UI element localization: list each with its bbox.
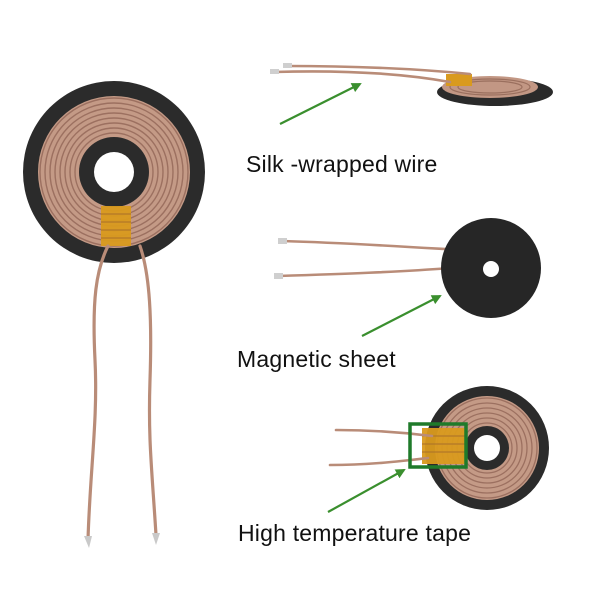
- large-kapton-tape: [101, 206, 131, 246]
- coil-side-view: [270, 63, 553, 106]
- high-temp-tape-label: High temperature tape: [238, 520, 472, 546]
- tape-highlight-box: [408, 422, 468, 469]
- magnetic-sheet-hole: [483, 261, 499, 277]
- magnetic-sheet-pointer-arrow: [361, 295, 442, 337]
- small-kapton-tape: [422, 428, 466, 464]
- tape-pointer-arrow: [327, 469, 406, 513]
- side-view-leads: [272, 64, 472, 84]
- small-coil-assembly: [328, 386, 549, 510]
- magnetic-sheet-leads: [276, 239, 462, 278]
- side-kapton-tape: [446, 74, 472, 86]
- silk-wire-pointer-arrow: [279, 83, 362, 125]
- magnetic-sheet-label: Magnetic sheet: [237, 346, 396, 372]
- large-coil-assembly: [23, 81, 205, 548]
- small-center-hole: [474, 435, 500, 461]
- magnetic-sheet-view: [274, 218, 541, 318]
- silk-wire-label: Silk -wrapped wire: [246, 151, 438, 177]
- large-coil-leads: [86, 244, 158, 542]
- large-center-hole: [94, 152, 134, 192]
- small-coil-leads: [328, 428, 434, 467]
